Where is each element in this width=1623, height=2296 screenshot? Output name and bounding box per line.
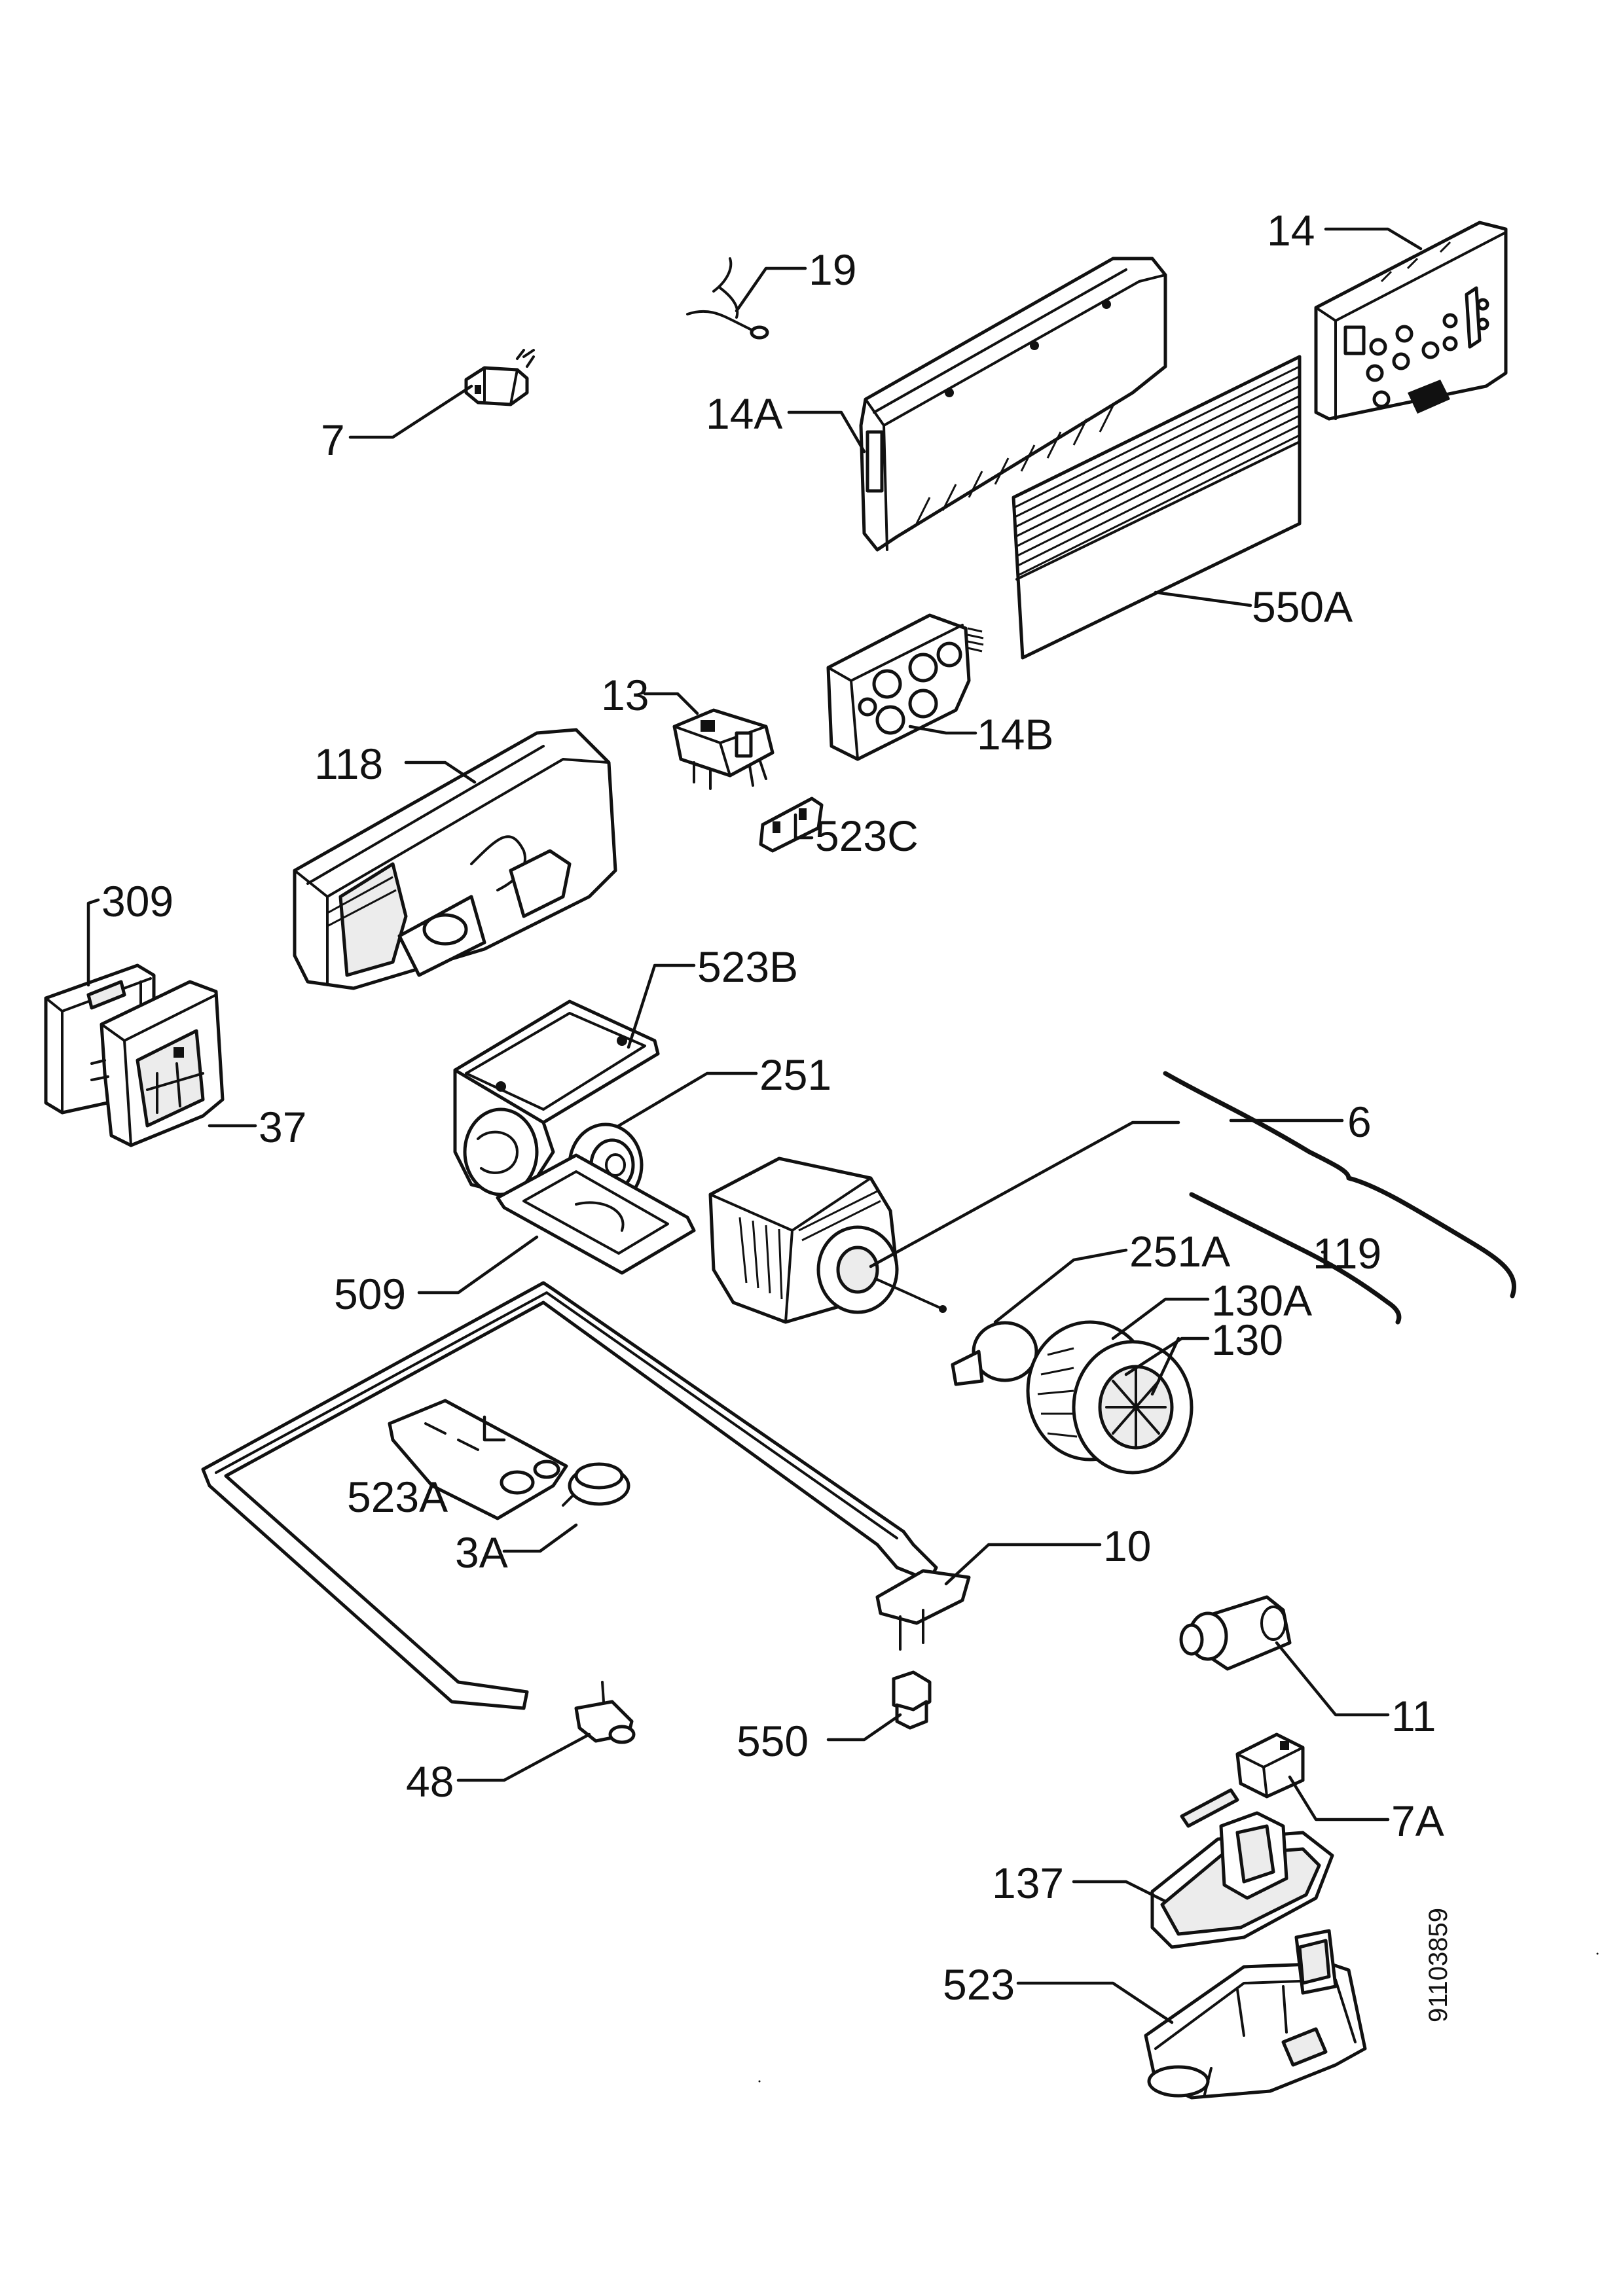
callout-251: 251 (759, 1050, 831, 1099)
part-14a-programmer-housing (859, 257, 1167, 552)
part-7a-microswitch (1180, 1732, 1305, 1828)
callout-130: 130 (1211, 1316, 1283, 1364)
callout-7: 7 (321, 416, 345, 464)
part-509-gasket (496, 1153, 696, 1275)
callout-251a: 251A (1129, 1227, 1230, 1276)
callout-14: 14 (1267, 206, 1315, 255)
part-251a-seal (951, 1321, 1038, 1386)
callout-523c: 523C (815, 812, 919, 860)
callout-523: 523 (943, 1960, 1015, 2009)
callout-137: 137 (992, 1859, 1064, 1907)
callout-130a: 130A (1211, 1276, 1312, 1325)
callout-509: 509 (334, 1270, 406, 1318)
bracket-6 (1163, 1071, 1516, 1299)
callout-523b: 523B (697, 942, 798, 991)
part-523c-bracket (759, 797, 824, 853)
callout-19: 19 (809, 245, 856, 294)
callout-309: 309 (101, 877, 173, 925)
part-14-electronic-board (1314, 221, 1508, 421)
callout-523a: 523A (347, 1473, 448, 1521)
part-130-impeller (1026, 1320, 1194, 1475)
part-523a-plate (388, 1399, 568, 1520)
callout-13: 13 (601, 671, 649, 719)
part-13-door-switch (672, 708, 775, 790)
callout-37: 37 (259, 1103, 306, 1151)
callout-10: 10 (1103, 1522, 1151, 1570)
callout-7a: 7A (1391, 1797, 1444, 1845)
part-11-capacitor (1179, 1595, 1292, 1671)
part-14b-control-block (826, 613, 984, 761)
part-37-terminal-box (90, 980, 225, 1147)
part-48-sensor (574, 1681, 636, 1744)
callout-6: 6 (1347, 1098, 1372, 1146)
callout-11: 11 (1391, 1692, 1436, 1740)
callout-48: 48 (406, 1757, 454, 1806)
part-19-sensor-wire (686, 257, 769, 340)
part-523b-frame (453, 999, 660, 1200)
part-3a-thermostat (562, 1462, 630, 1507)
part-7-switch (464, 349, 535, 406)
part-137-filter (1150, 1811, 1334, 1949)
callout-550: 550 (737, 1717, 809, 1765)
callout-119: 119 (1313, 1229, 1381, 1278)
part-523-base-housing (1144, 1929, 1367, 2100)
part-550-nut (892, 1670, 932, 1730)
callout-118: 118 (314, 740, 383, 788)
callout-14a: 14A (706, 389, 782, 438)
callout-14b: 14B (977, 710, 1053, 759)
part-118-dispenser (293, 728, 617, 990)
part-550a-front-panel (1012, 355, 1302, 660)
part-6-motor (708, 1157, 947, 1324)
callout-labels: 19 14 7 14A 550A 13 14B 118 523C 309 523… (101, 206, 1453, 2022)
callout-550a: 550A (1252, 583, 1353, 631)
callout-3a: 3A (455, 1528, 508, 1577)
drawing-number: 91103859 (1424, 1908, 1453, 2022)
leader-lines (86, 227, 1423, 2024)
bracket-119 (1189, 1192, 1402, 1325)
